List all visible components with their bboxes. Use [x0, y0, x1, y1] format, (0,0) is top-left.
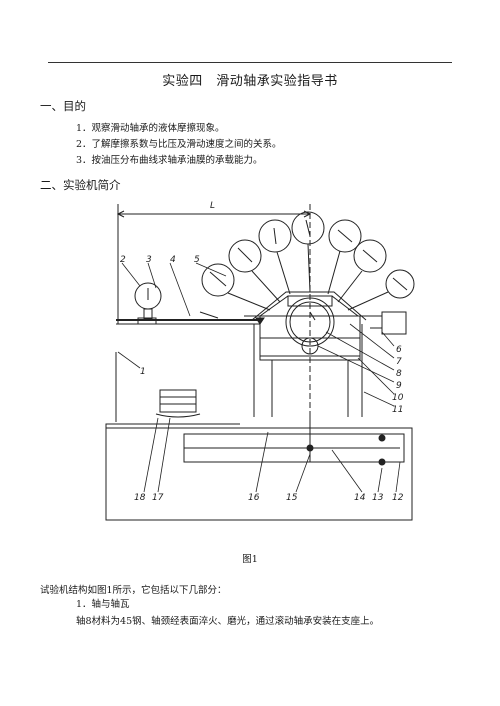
part-label-12: 12 [392, 493, 404, 503]
part-label-10: 10 [392, 393, 404, 403]
section-heading-machine: 二、实验机简介 [40, 178, 121, 192]
section-heading-purpose: 一、目的 [40, 99, 86, 113]
figure-caption: 图1 [242, 554, 258, 565]
lever-and-indicator [116, 282, 265, 325]
part-label-14: 14 [354, 493, 366, 503]
header-rule [48, 62, 452, 63]
part-label-1: 1 [140, 367, 146, 377]
part-label-15: 15 [286, 493, 298, 503]
test-machine-diagram: L [105, 201, 415, 521]
page-title: 实验四 滑动轴承实验指导书 [162, 74, 338, 89]
part-label-13: 13 [372, 493, 384, 503]
sub-text: 轴8材料为45钢、轴颈经表面淬火、磨光，通过滚动轴承安装在支座上。 [76, 616, 380, 627]
part-label-4: 4 [170, 255, 176, 265]
dimension-label: L [210, 201, 215, 211]
part-label-9: 9 [396, 381, 402, 391]
part-label-5: 5 [194, 255, 200, 265]
bearing-housing [244, 291, 382, 361]
part-label-17: 17 [152, 493, 164, 503]
purpose-item-1: 1．观察滑动轴承的液体摩擦现象。 [76, 123, 225, 134]
sub-heading: 1．轴与轴瓦 [76, 599, 130, 610]
pressure-gauges [201, 211, 415, 311]
part-label-18: 18 [134, 493, 146, 503]
part-leaders [117, 262, 401, 493]
base-frame [105, 427, 413, 521]
part-label-6: 6 [396, 345, 402, 355]
part-label-2: 2 [120, 255, 126, 265]
part-label-3: 3 [146, 255, 152, 265]
weight-stack [159, 389, 197, 413]
part-label-8: 8 [396, 369, 402, 379]
motor-block [381, 311, 407, 335]
part-label-11: 11 [392, 405, 403, 415]
purpose-item-3: 3．按油压分布曲线求轴承油膜的承载能力。 [76, 155, 263, 166]
part-label-16: 16 [248, 493, 260, 503]
part-label-7: 7 [396, 357, 402, 367]
purpose-item-2: 2．了解摩擦系数与比压及滑动速度之间的关系。 [76, 139, 282, 150]
body-text: 试验机结构如图1所示，它包括以下几部分： [40, 585, 227, 596]
